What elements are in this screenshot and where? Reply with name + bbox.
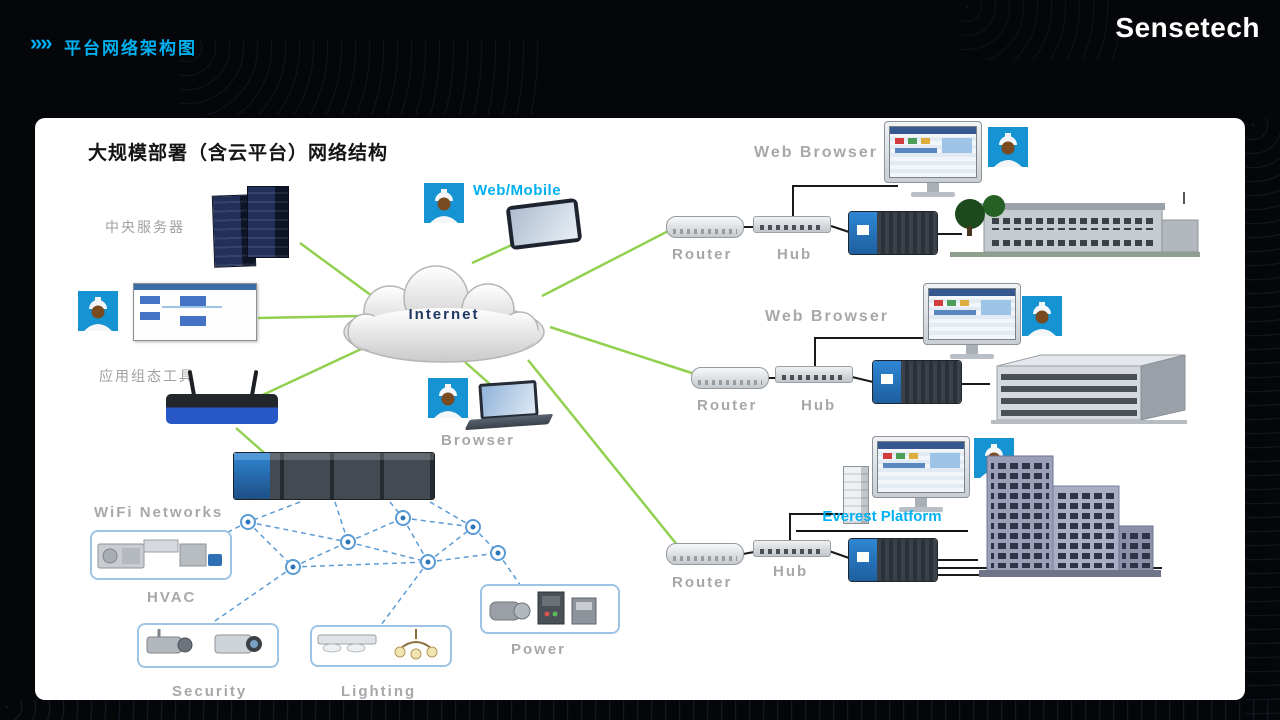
gateway-blue-module <box>849 539 878 581</box>
plc-controller-icon <box>233 452 435 500</box>
monitor-icon <box>884 121 982 197</box>
monitor-stand <box>966 345 978 354</box>
server-tower-icon <box>247 186 289 258</box>
worker-icon <box>988 127 1028 167</box>
background-dots <box>180 40 540 115</box>
gateway-icon <box>872 360 962 404</box>
gateway-body <box>877 212 937 254</box>
gateway-blue-module <box>849 212 878 254</box>
internet-label: Internet <box>408 306 480 323</box>
hub-label-2: Hub <box>801 397 837 414</box>
router-label-2: Router <box>697 397 758 414</box>
router-label-3: Router <box>672 574 733 591</box>
wireless-router-icon <box>166 369 280 426</box>
central-server-icon <box>211 186 313 268</box>
router-icon <box>666 216 744 238</box>
config-tool-screenshot <box>133 283 257 341</box>
monitor-base <box>899 507 943 512</box>
laptop-screen <box>478 379 539 420</box>
router-label-1: Router <box>672 246 733 263</box>
server-tower-icon <box>843 466 869 524</box>
power-zone-box <box>480 584 620 634</box>
security-zone-box <box>137 623 279 668</box>
tablet-icon <box>505 197 583 251</box>
lighting-zone-box <box>310 625 452 667</box>
gateway-icon <box>848 538 938 582</box>
scada-screen <box>928 288 1016 340</box>
central-server-label: 中央服务器 <box>105 219 185 235</box>
hub-label-1: Hub <box>777 246 813 263</box>
wifi-networks-label: WiFi Networks <box>94 504 224 521</box>
monitor-base <box>911 192 955 197</box>
gateway-icon <box>848 211 938 255</box>
web-mobile-label: Web/Mobile <box>473 182 562 199</box>
gateway-blue-module <box>873 361 902 403</box>
laptop-icon <box>464 379 554 435</box>
hvac-label: HVAC <box>147 589 197 606</box>
building-icon-highrise <box>973 452 1168 585</box>
power-equipment-icon <box>489 591 597 625</box>
gateway-body <box>901 361 961 403</box>
page-title: 平台网络架构图 <box>64 39 197 58</box>
router-icon <box>691 367 769 389</box>
everest-platform-label: Everest Platform <box>796 508 968 532</box>
worker-icon <box>1022 296 1062 336</box>
monitor-icon <box>923 283 1021 359</box>
gateway-body <box>877 539 937 581</box>
hub-icon <box>753 216 831 233</box>
router-icon <box>666 543 744 565</box>
browser-label: Browser <box>441 432 516 449</box>
hub-icon <box>775 366 853 383</box>
lighting-fixture-icon <box>317 629 438 660</box>
laptop-base <box>464 413 554 431</box>
lighting-label: Lighting <box>341 683 417 700</box>
building-icon-industrial <box>948 192 1206 267</box>
monitor-bezel <box>872 436 970 498</box>
monitor-stand <box>927 183 939 192</box>
web-browser-label-2: Web Browser <box>765 308 889 325</box>
worker-icon <box>78 291 118 331</box>
hub-icon <box>753 540 831 557</box>
scada-screen <box>877 441 965 493</box>
security-label: Security <box>172 683 248 700</box>
monitor-stand <box>915 498 927 507</box>
internet-cloud-icon: Internet <box>338 260 550 368</box>
monitor-bezel <box>923 283 1021 345</box>
config-tool-label: 应用组态工具 <box>99 368 195 384</box>
wireless-router-body <box>166 394 278 424</box>
background-dots <box>0 700 1280 720</box>
web-browser-label-1: Web Browser <box>754 144 878 161</box>
hvac-equipment-icon <box>97 539 222 569</box>
worker-icon <box>424 183 464 223</box>
brand-logo: Sensetech <box>1115 12 1260 43</box>
scada-screen <box>889 126 977 178</box>
diagram-title: 大规模部署（含云平台）网络结构 <box>88 143 389 164</box>
monitor-icon <box>872 436 970 512</box>
chevrons-icon: »» <box>30 30 53 55</box>
hvac-zone-box <box>90 530 232 580</box>
monitor-bezel <box>884 121 982 183</box>
background-dots <box>960 0 1120 60</box>
worker-icon <box>428 378 468 418</box>
background-dots <box>1246 118 1280 718</box>
building-icon-office <box>983 350 1195 433</box>
tablet-screen <box>510 202 578 246</box>
monitor-base <box>950 354 994 359</box>
hub-label-3: Hub <box>773 563 809 580</box>
security-camera-icon <box>146 629 262 654</box>
power-label: Power <box>511 641 567 658</box>
